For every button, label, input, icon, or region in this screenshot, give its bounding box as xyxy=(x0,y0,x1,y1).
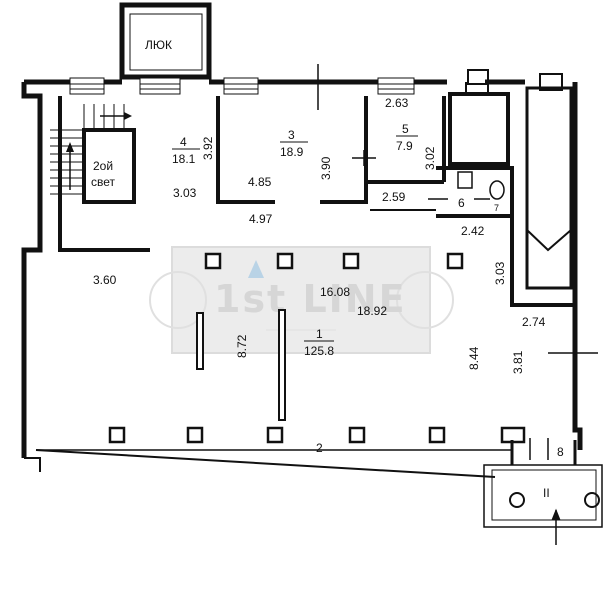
dim-18-92: 18.92 xyxy=(357,304,387,318)
room-5-number: 5 xyxy=(402,122,409,136)
stair-arrow-head xyxy=(66,142,74,152)
second-light-label-line2: свет xyxy=(91,175,116,189)
column xyxy=(428,426,446,444)
window-2 xyxy=(139,77,181,95)
window-3 xyxy=(223,77,259,95)
interior-walls xyxy=(58,96,575,307)
wall-stair-left xyxy=(58,96,150,252)
column xyxy=(108,426,126,444)
wc-fixtures xyxy=(428,171,505,200)
dim-3-03-a: 3.03 xyxy=(173,186,197,200)
hatch: ЛЮК xyxy=(119,2,212,80)
room-2-number: 2 xyxy=(316,441,323,455)
dim-8-44: 8.44 xyxy=(467,346,481,370)
bottom-edge xyxy=(24,438,603,545)
shaft-2-top xyxy=(539,73,563,91)
shaft-2 xyxy=(525,86,573,290)
partitions xyxy=(196,309,286,421)
wall-wc xyxy=(436,166,514,218)
watermark-right-ring xyxy=(396,271,454,329)
watermark: 1st LINE xyxy=(149,246,454,354)
left-wall xyxy=(21,82,43,458)
room-4-area: 18.1 xyxy=(172,152,196,166)
window-4 xyxy=(377,77,415,95)
column xyxy=(348,426,366,444)
hatch-walls xyxy=(119,2,212,80)
room-3-number: 3 xyxy=(288,128,295,142)
sink-icon xyxy=(457,171,473,189)
column xyxy=(186,426,204,444)
room-6-number: 6 xyxy=(458,196,465,210)
wall-right-corridor xyxy=(510,216,575,307)
windows xyxy=(69,77,415,95)
dim-16-08: 16.08 xyxy=(320,285,350,299)
dim-3-03-b: 3.03 xyxy=(493,261,507,285)
room-3-area: 18.9 xyxy=(280,145,304,159)
door-marks xyxy=(352,150,598,354)
column xyxy=(266,426,284,444)
stairs: 2ой свет xyxy=(50,104,136,204)
shaft-1 xyxy=(448,92,510,166)
room-1-area: 125.8 xyxy=(304,344,334,358)
shafts xyxy=(317,64,573,290)
dim-2-63: 2.63 xyxy=(385,96,409,110)
dim-3-92: 3.92 xyxy=(201,136,215,160)
room-1-number: 1 xyxy=(316,327,323,341)
dim-4-97: 4.97 xyxy=(249,212,273,226)
dim-3-90: 3.90 xyxy=(319,156,333,180)
porch-post-right xyxy=(584,492,600,508)
column xyxy=(204,252,222,270)
dim-2-74: 2.74 xyxy=(522,315,546,329)
toilet-icon xyxy=(489,180,505,200)
dim-4-85: 4.85 xyxy=(248,175,272,189)
room-8-number: 8 xyxy=(557,445,564,459)
second-light-label-line1: 2ой xyxy=(93,159,113,173)
stair-box xyxy=(82,128,136,204)
porch-post-left xyxy=(509,492,525,508)
room-5-area: 7.9 xyxy=(396,139,413,153)
watermark-tree-icon xyxy=(248,260,264,278)
column xyxy=(500,426,526,444)
dim-3-60: 3.60 xyxy=(93,273,117,287)
room-4-number: 4 xyxy=(180,135,187,149)
stair-right-arrow xyxy=(124,112,132,120)
dim-8-72: 8.72 xyxy=(235,334,249,358)
room-7-number: 7 xyxy=(494,203,499,213)
entry-arrow xyxy=(551,508,561,521)
wall-room3-left xyxy=(216,96,275,204)
dim-2-42: 2.42 xyxy=(461,224,485,238)
hatch-inner xyxy=(129,13,203,71)
dim-3-02: 3.02 xyxy=(423,146,437,170)
dim-2-59: 2.59 xyxy=(382,190,406,204)
right-wall xyxy=(572,82,583,450)
hatch-label: ЛЮК xyxy=(145,38,172,52)
wall-room3-right xyxy=(320,96,368,204)
watermark-text: 1st LINE xyxy=(214,277,407,321)
porch-outer xyxy=(483,464,603,528)
room-roman-number: II xyxy=(543,486,550,500)
column xyxy=(276,252,294,270)
column xyxy=(446,252,464,270)
columns xyxy=(108,252,526,444)
room-labels: 4 18.1 3 18.9 5 7.9 1 125.8 6 7 8 2 II xyxy=(172,122,564,500)
window-1 xyxy=(69,77,105,95)
dimension-labels: 2.63 3.92 3.03 4.85 3.90 3.02 2.59 4.97 … xyxy=(93,96,546,374)
shaft-1-top xyxy=(467,69,489,85)
dim-3-81: 3.81 xyxy=(511,350,525,374)
watermark-left-ring xyxy=(149,271,207,329)
column xyxy=(342,252,360,270)
